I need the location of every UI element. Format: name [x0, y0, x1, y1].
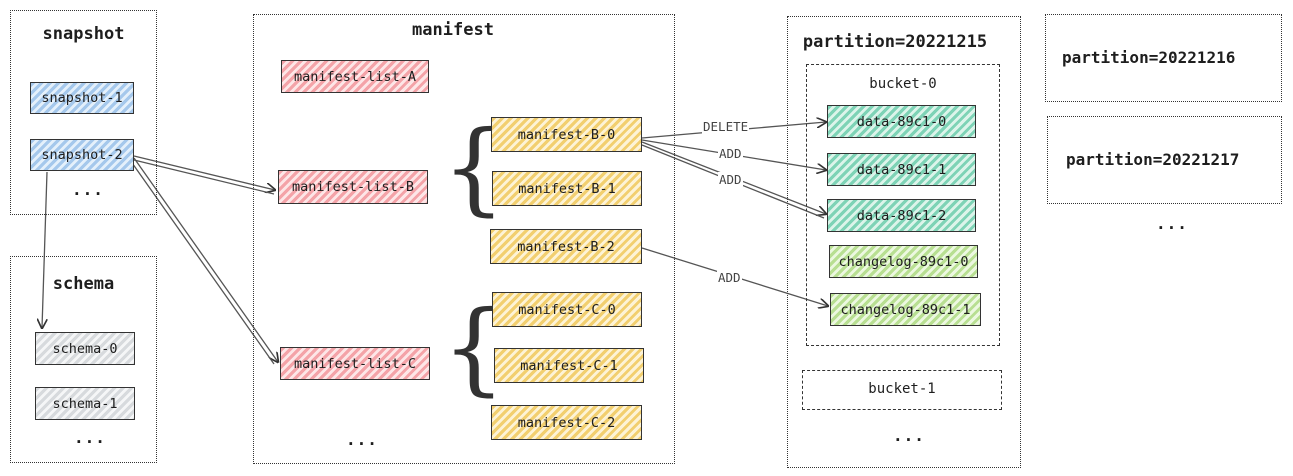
manifest-b-1-node[interactable]: manifest-B-1: [492, 171, 642, 206]
bucket-0-group: [806, 64, 1000, 346]
schema-group: [10, 256, 157, 463]
arrow-snapshot-to-list-c-2: [129, 159, 275, 365]
schema-title: schema: [52, 274, 115, 294]
schema-more: ...: [74, 428, 106, 447]
data-89c1-2-node[interactable]: data-89c1-2: [827, 199, 976, 232]
manifest-title: manifest: [412, 20, 494, 40]
snapshot-2-node[interactable]: snapshot-2: [30, 139, 134, 171]
manifest-c-2-node[interactable]: manifest-C-2: [491, 405, 642, 440]
arrow-snapshot-to-list-b: [133, 155, 275, 190]
partitions-more: ...: [1156, 214, 1188, 233]
changelog-89c1-1-node[interactable]: changelog-89c1-1: [830, 293, 981, 326]
partition-20221216-title: partition=20221216: [1062, 48, 1236, 67]
snapshot-1-node[interactable]: snapshot-1: [30, 82, 134, 114]
arrow-snapshot-to-list-c: [133, 157, 278, 362]
snapshot-group: [10, 10, 157, 215]
arrow-snapshot-to-schema: [42, 171, 48, 328]
partition-20221215-more: ...: [893, 426, 925, 445]
add-edge-label-3: ADD: [717, 270, 742, 285]
manifest-list-b-node[interactable]: manifest-list-B: [278, 170, 428, 204]
manifest-c-0-node[interactable]: manifest-C-0: [492, 292, 642, 327]
manifest-c-1-node[interactable]: manifest-C-1: [494, 348, 644, 383]
snapshot-title: snapshot: [42, 24, 125, 44]
data-89c1-1-node[interactable]: data-89c1-1: [827, 153, 976, 186]
bucket-1-title: bucket-1: [868, 381, 936, 397]
partition-20221217-group: [1047, 116, 1282, 204]
snapshot-more: ...: [72, 180, 104, 199]
delete-edge-label: DELETE: [702, 119, 750, 134]
add-edge-label-1: ADD: [718, 146, 743, 161]
manifest-more: ...: [346, 430, 378, 449]
arrow-snapshot-to-list-b-2: [133, 159, 275, 195]
schema-1-node[interactable]: schema-1: [35, 387, 135, 420]
schema-0-node[interactable]: schema-0: [35, 332, 135, 365]
partition-20221217-title: partition=20221217: [1066, 150, 1240, 169]
manifest-list-c-node[interactable]: manifest-list-C: [280, 347, 430, 380]
bucket-0-title: bucket-0: [869, 76, 937, 92]
data-89c1-0-node[interactable]: data-89c1-0: [827, 105, 976, 138]
partition-20221216-group: [1045, 14, 1282, 102]
manifest-b-0-node[interactable]: manifest-B-0: [491, 117, 642, 152]
changelog-89c1-0-node[interactable]: changelog-89c1-0: [829, 245, 978, 278]
manifest-list-a-node[interactable]: manifest-list-A: [281, 60, 429, 93]
bucket-1-group: [802, 370, 1002, 410]
manifest-b-2-node[interactable]: manifest-B-2: [490, 229, 642, 264]
partition-20221215-title: partition=20221215: [802, 32, 988, 52]
manifest-group: [253, 14, 675, 464]
partition-20221215-group: [787, 16, 1021, 468]
add-edge-label-2: ADD: [718, 172, 743, 187]
